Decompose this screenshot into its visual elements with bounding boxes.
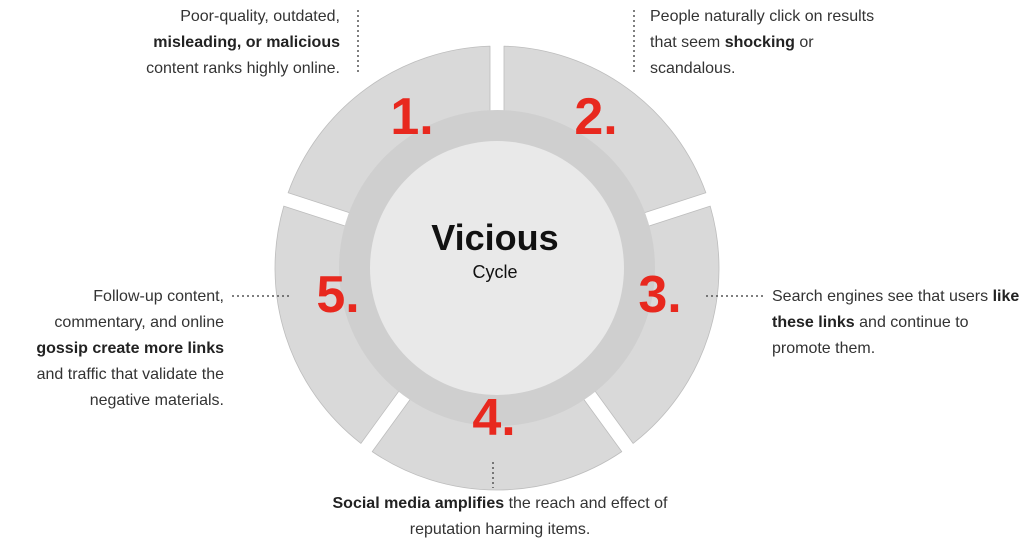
step-5-text-part: gossip create more links [36, 340, 224, 357]
step-1-text-part: misleading, or malicious [153, 34, 340, 51]
connector-lines [232, 10, 764, 488]
step-1-description: Poor-quality, outdated, misleading, or m… [100, 4, 340, 82]
step-3-description: Search engines see that users like these… [772, 284, 1022, 362]
step-4-text-part: Social media amplifies [332, 495, 505, 512]
center-title: Vicious [431, 217, 558, 258]
step-1-text-part: Poor-quality, outdated, [180, 8, 340, 25]
cycle-segments [274, 45, 720, 491]
cycle-center-disc [370, 141, 624, 395]
step-3-text-part: and continue to promote them. [772, 314, 969, 357]
step-3-text-part: like these links [772, 288, 1020, 331]
step-2-text-part: shocking [724, 34, 795, 51]
center-subtitle: Cycle [472, 262, 517, 282]
step-2-description: People naturally click on results that s… [650, 4, 890, 82]
step-1-text-part: content ranks highly online. [146, 60, 340, 77]
step-5-description: Follow-up content, commentary, and onlin… [10, 284, 224, 414]
step-3-text-part: Search engines see that users [772, 288, 993, 305]
step-4-description: Social media amplifies the reach and eff… [300, 491, 700, 543]
step-number-5: 5. [316, 266, 359, 324]
step-number-3: 3. [638, 266, 681, 324]
step-number-1: 1. [390, 88, 433, 146]
step-number-4: 4. [472, 389, 515, 447]
step-5-text-part: and traffic that validate the negative m… [36, 366, 224, 409]
step-2-text-part: or scandalous. [650, 34, 814, 77]
step-4-text-part: the reach and effect of reputation harmi… [409, 495, 668, 538]
step-number-2: 2. [574, 88, 617, 146]
step-2-text-part: People naturally click on results that s… [650, 8, 875, 51]
step-numbers: 1. 2. 3. 4. 5. [316, 88, 681, 447]
step-5-text-part: Follow-up content, commentary, and onlin… [54, 288, 224, 331]
